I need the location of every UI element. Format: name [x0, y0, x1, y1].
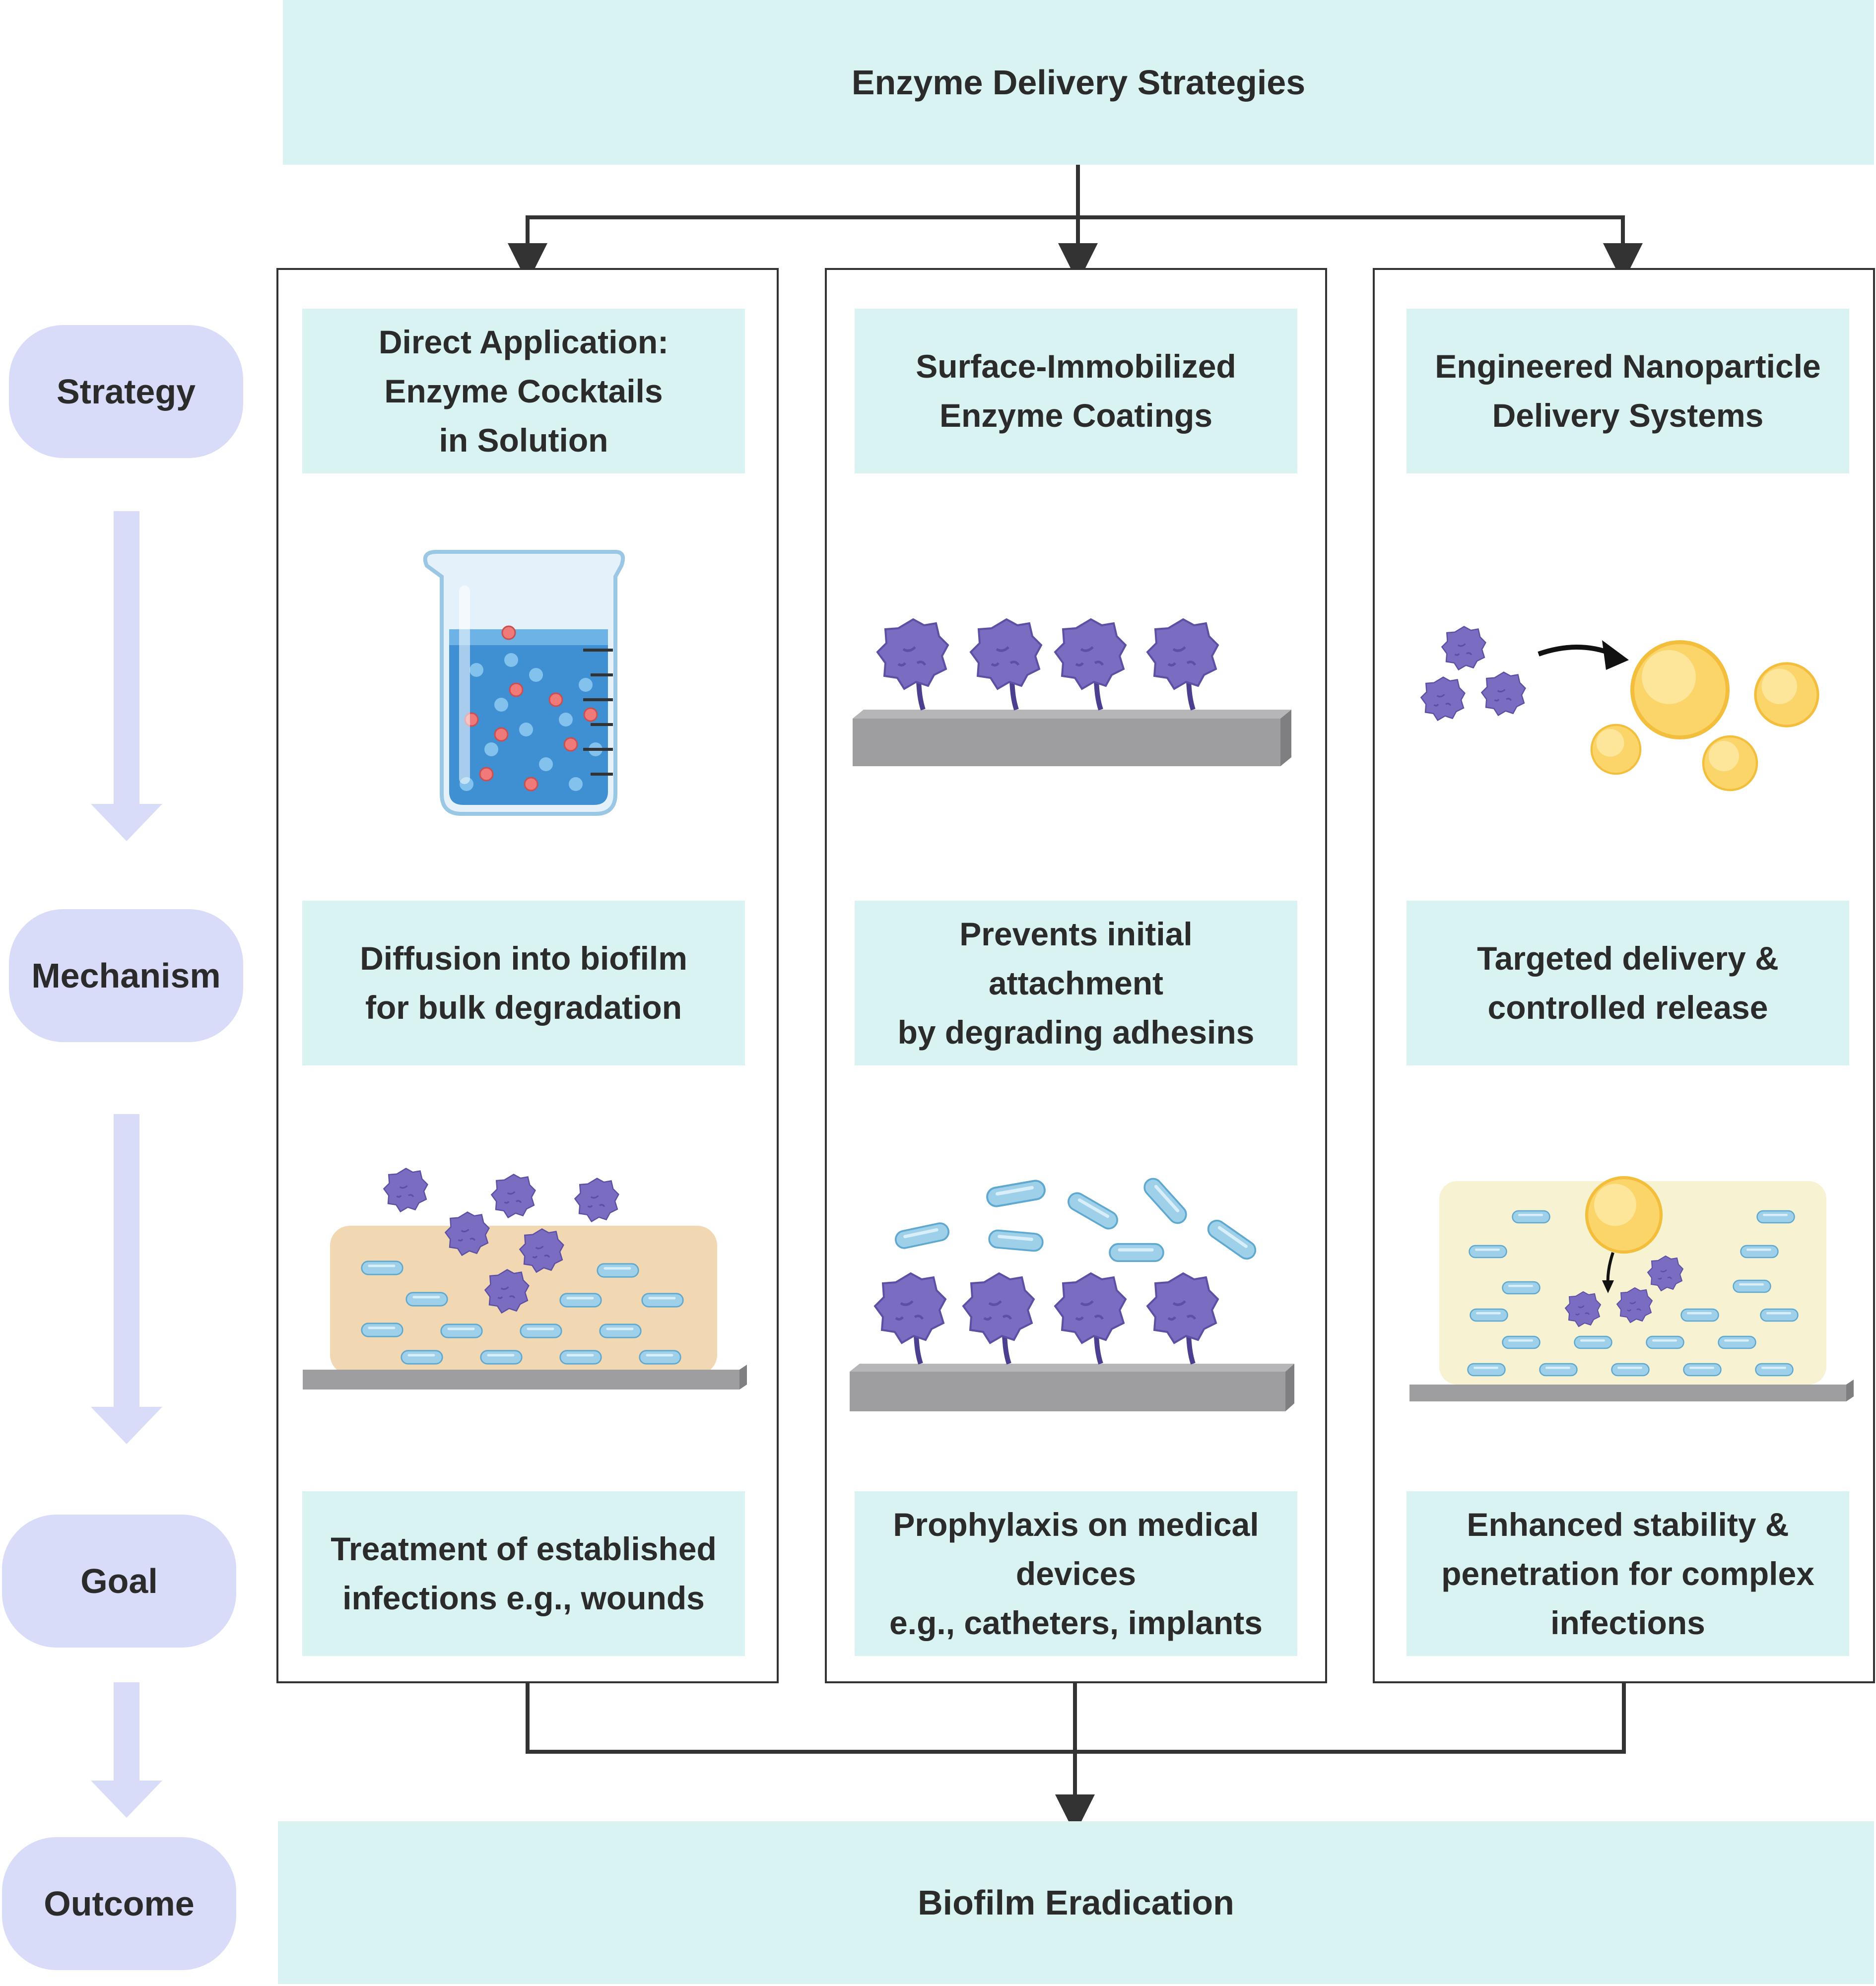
- strategy-box-3: Engineered Nanoparticle Delivery Systems: [1407, 309, 1849, 473]
- enzymes-loaded-into-nanoparticles-illustration: [1420, 626, 1818, 790]
- mechanism-text-2: Prevents initial attachment by degrading…: [897, 915, 1255, 1051]
- footer-title: Biofilm Eradication: [918, 1883, 1234, 1922]
- flow-arrow-2: [91, 1114, 162, 1444]
- enzymes-penetrating-biofilm-illustration: [303, 1168, 747, 1390]
- flow-arrow-1: [91, 511, 162, 841]
- goal-text-1: Treatment of established infections e.g.…: [331, 1530, 717, 1616]
- footer-box: Biofilm Eradication: [278, 1821, 1874, 1984]
- row-label-outcome: Outcome: [2, 1837, 236, 1970]
- row-label-mechanism-text: Mechanism: [31, 956, 221, 995]
- row-label-goal-text: Goal: [80, 1562, 158, 1600]
- goal-box-1: Treatment of established infections e.g.…: [302, 1491, 745, 1656]
- strategy-text-3: Engineered Nanoparticle Delivery Systems: [1435, 348, 1821, 434]
- header-box: Enzyme Delivery Strategies: [283, 0, 1874, 165]
- beaker-with-enzymes-illustration: [423, 550, 625, 816]
- strategy-box-1: Direct Application: Enzyme Cocktails in …: [302, 309, 745, 473]
- strategy-box-2: Surface-Immobilized Enzyme Coatings: [855, 309, 1297, 473]
- row-label-strategy-text: Strategy: [56, 372, 196, 411]
- header-title: Enzyme Delivery Strategies: [851, 63, 1306, 102]
- mechanism-text-1: Diffusion into biofilm for bulk degradat…: [360, 940, 687, 1026]
- goal-box-2: Prophylaxis on medical devices e.g., cat…: [855, 1491, 1297, 1656]
- goal-text-3: Enhanced stability & penetration for com…: [1441, 1506, 1814, 1641]
- goal-text-2: Prophylaxis on medical devices e.g., cat…: [889, 1506, 1263, 1641]
- mechanism-box-2: Prevents initial attachment by degrading…: [855, 901, 1297, 1065]
- flow-arrow-3: [91, 1682, 162, 1818]
- mechanism-text-3: Targeted delivery & controlled release: [1477, 940, 1779, 1026]
- strategy-text-1: Direct Application: Enzyme Cocktails in …: [378, 323, 669, 459]
- tethered-enzymes-on-surface-illustration: [853, 619, 1291, 766]
- row-label-outcome-text: Outcome: [44, 1884, 195, 1923]
- goal-box-3: Enhanced stability & penetration for com…: [1407, 1491, 1849, 1656]
- bacteria-repelled-by-coating-illustration: [850, 1174, 1294, 1411]
- row-label-goal: Goal: [2, 1515, 236, 1648]
- mechanism-box-3: Targeted delivery & controlled release: [1407, 901, 1849, 1065]
- mechanism-box-1: Diffusion into biofilm for bulk degradat…: [302, 901, 745, 1065]
- nanoparticle-releasing-enzymes-in-biofilm-illustration: [1409, 1178, 1854, 1401]
- row-label-mechanism: Mechanism: [9, 909, 243, 1042]
- strategy-text-2: Surface-Immobilized Enzyme Coatings: [916, 348, 1236, 434]
- row-label-strategy: Strategy: [9, 325, 243, 458]
